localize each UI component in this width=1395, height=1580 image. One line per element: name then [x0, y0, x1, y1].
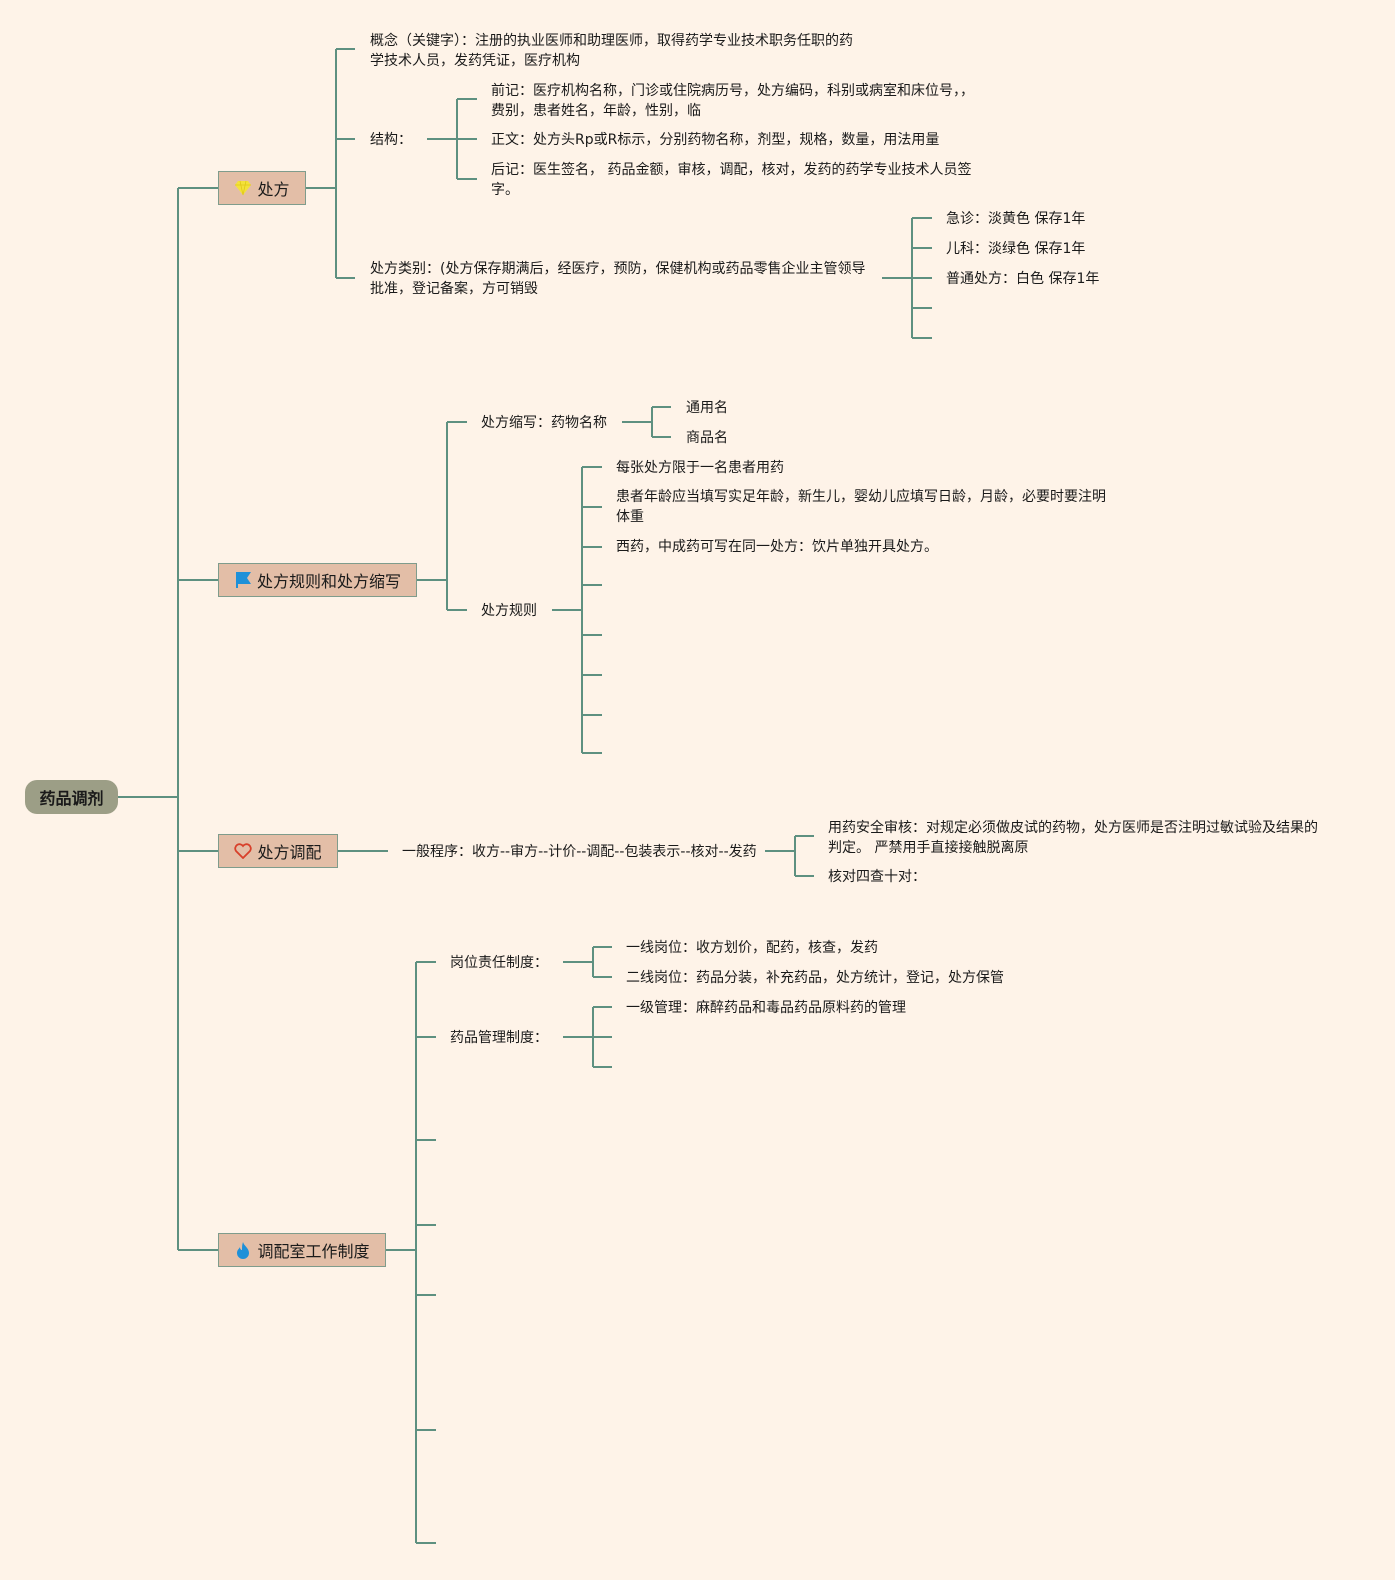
category-item[interactable]: 普通处方：白色 保存1年 — [946, 271, 1100, 287]
topic-label: 处方 — [257, 180, 290, 199]
topic-label: 处方调配 — [257, 843, 322, 862]
rules-item[interactable]: 每张处方限于一名患者用药 — [616, 460, 784, 476]
topic-rules-abbr[interactable]: 处方规则和处方缩写 — [218, 563, 417, 597]
rules-item[interactable]: 患者年龄应当填写实足年龄，新生儿，婴幼儿应填写日龄，月龄，必要时要注明体重 — [616, 489, 1106, 525]
abbr-item[interactable]: 通用名 — [686, 400, 728, 416]
post-node[interactable]: 岗位责任制度： — [450, 955, 548, 971]
topic-label: 处方规则和处方缩写 — [256, 572, 401, 591]
topic-room-rules[interactable]: 调配室工作制度 — [218, 1233, 386, 1267]
category-node[interactable]: 处方类别：(处方保存期满后，经医疗，预防，保健机构或药品零售企业主管领导批准，登… — [370, 261, 866, 297]
category-item[interactable]: 急诊：淡黄色 保存1年 — [946, 211, 1086, 227]
drug-item[interactable]: 一级管理：麻醉药品和毒品药品原料药的管理 — [626, 1000, 906, 1016]
diamond-icon — [234, 179, 252, 197]
dispensing-item[interactable]: 用药安全审核：对规定必须做皮试的药物，处方医师是否注明过敏试验及结果的判定。 严… — [828, 820, 1318, 856]
abbr-node[interactable]: 处方缩写：药物名称 — [481, 415, 607, 431]
flag-icon — [234, 571, 252, 589]
fire-icon — [234, 1241, 252, 1259]
root-label: 药品调剂 — [39, 789, 104, 808]
structure-item[interactable]: 后记：医生签名， 药品金额，审核，调配，核对，发药的药学专业技术人员签字。 — [491, 162, 972, 198]
heart-icon — [234, 842, 253, 860]
post-item[interactable]: 二线岗位：药品分装，补充药品，处方统计，登记，处方保管 — [626, 970, 1004, 986]
procedure-node[interactable]: 一般程序：收方--审方--计价--调配--包装表示--核对--发药 — [402, 844, 757, 860]
post-item[interactable]: 一线岗位：收方划价，配药，核查，发药 — [626, 940, 878, 956]
rules-node[interactable]: 处方规则 — [481, 603, 537, 619]
structure-node[interactable]: 结构： — [370, 132, 412, 148]
structure-item[interactable]: 正文：处方头Rp或R标示，分别药物名称，剂型，规格，数量，用法用量 — [491, 132, 940, 148]
topic-dispensing[interactable]: 处方调配 — [218, 834, 338, 868]
root-topic[interactable]: 药品调剂 — [25, 780, 118, 814]
topic-label: 调配室工作制度 — [257, 1242, 370, 1261]
structure-item[interactable]: 前记：医疗机构名称，门诊或住院病历号，处方编码，科别或病室和床位号，，费别，患者… — [491, 83, 974, 119]
drug-node[interactable]: 药品管理制度： — [450, 1030, 548, 1046]
category-item[interactable]: 儿科：淡绿色 保存1年 — [946, 241, 1086, 257]
concept-node[interactable]: 概念（关键字）：注册的执业医师和助理医师，取得药学专业技术职务任职的药学技术人员… — [370, 33, 853, 69]
dispensing-item[interactable]: 核对四查十对： — [828, 869, 926, 885]
topic-prescription[interactable]: 处方 — [218, 171, 306, 205]
abbr-item[interactable]: 商品名 — [686, 430, 728, 446]
rules-item[interactable]: 西药，中成药可写在同一处方：饮片单独开具处方。 — [616, 539, 938, 555]
